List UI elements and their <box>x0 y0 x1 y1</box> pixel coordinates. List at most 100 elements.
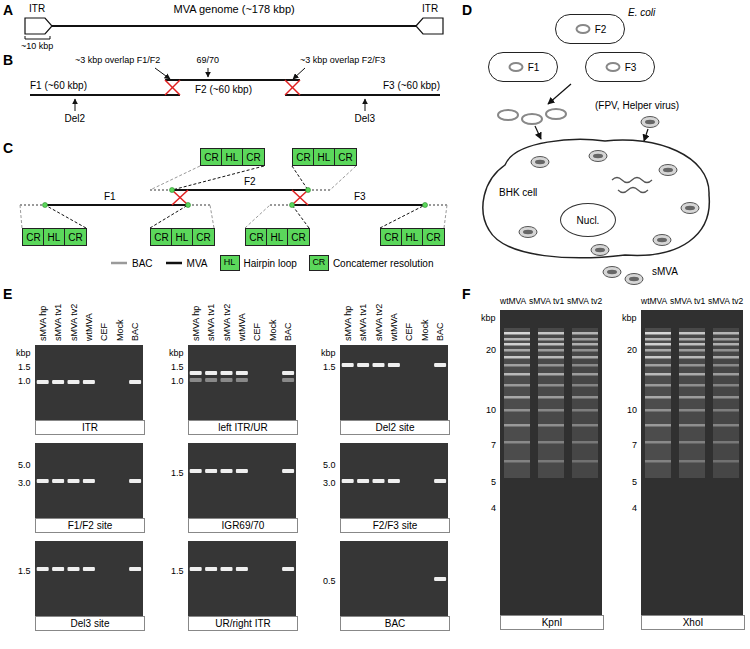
concatemer-resolution-box-text: CR <box>296 152 310 163</box>
concatemer-resolution-box-text: CR <box>338 152 352 163</box>
lane-label: wtMVA <box>641 297 667 307</box>
legend-line <box>110 260 128 266</box>
bac-vector-line <box>308 189 330 191</box>
hairpin-loop-box-text: HL <box>406 232 419 243</box>
recombination-cross <box>285 80 300 95</box>
size-marker: 5 <box>491 477 496 487</box>
gel-image <box>35 443 143 518</box>
bac-plasmid <box>498 110 518 120</box>
legend-item: HLHairpin loop <box>220 255 297 271</box>
size-marker: 1.0 <box>18 376 31 386</box>
size-marker: 1.5 <box>171 566 184 576</box>
concatemer-resolution-box: CR <box>292 148 315 166</box>
insertion-leader <box>45 205 86 228</box>
nucleus-text: Nucl. <box>577 215 600 226</box>
bacterium: F1 <box>488 52 558 82</box>
legend-line <box>111 262 127 265</box>
gel-image <box>35 345 448 616</box>
fragment-map <box>285 94 440 96</box>
virion <box>659 165 677 176</box>
hairpin-loop-box: HL <box>43 228 65 246</box>
concatemer-resolution-box-text: CR <box>426 232 440 243</box>
recombination-cross <box>165 80 180 95</box>
virion <box>591 245 609 256</box>
concatemer-resolution-box: CR <box>422 228 445 246</box>
bac-plasmid <box>522 114 542 124</box>
size-marker: 3.0 <box>18 478 31 488</box>
size-marker: 7 <box>632 440 637 450</box>
hairpin-loop-box-text: HL <box>318 152 331 163</box>
bac-vector-line <box>270 204 292 206</box>
overlap-label: ~3 kbp overlap F1/F2 <box>75 55 160 65</box>
bacterium-text: F1 <box>528 62 540 73</box>
virion <box>603 267 621 278</box>
gel-image <box>188 443 296 518</box>
fragment-map <box>165 79 300 81</box>
recombination-cross <box>165 80 180 95</box>
gel-image <box>641 310 743 615</box>
gel-label-box: XhoI <box>641 615 745 630</box>
insertion-leader <box>172 166 264 190</box>
flow-arrow <box>535 126 541 139</box>
site-label: Del3 <box>355 113 376 125</box>
gel-label-box-text: F1/F2 site <box>38 520 142 531</box>
lane-label: wtMVA <box>237 313 247 341</box>
concatemer-resolution-box: CR <box>245 228 268 246</box>
gel-label-box: Del3 site <box>35 616 145 631</box>
concatemer-resolution-box: CR <box>242 148 265 166</box>
size-marker: 5.0 <box>323 460 336 470</box>
mva-fragment-line <box>45 204 188 206</box>
bacterium-text: F2 <box>595 24 607 35</box>
bac-vector-line <box>425 204 447 206</box>
insertion-site-marker <box>43 203 48 208</box>
cell-outline <box>483 140 709 258</box>
concatemer-resolution-box: CR <box>150 228 173 246</box>
genome-map <box>25 18 443 39</box>
lane-label: CEF <box>252 323 262 341</box>
gel-band <box>37 380 141 384</box>
panel-letter: E <box>3 286 12 302</box>
size-marker: 4 <box>632 503 637 513</box>
gel-band <box>190 567 294 571</box>
genome-map <box>52 25 416 27</box>
legend-swatch: CR <box>309 255 329 271</box>
gel-label-box: F2/F3 site <box>340 518 450 533</box>
pointer-arrow <box>293 68 305 79</box>
genome-map <box>25 36 50 39</box>
fragment-label: F3 (~60 kbp) <box>383 80 440 92</box>
panel-letter: A <box>3 2 13 18</box>
recombination-cross <box>292 190 308 205</box>
panel-letter: C <box>3 140 13 156</box>
hairpin-loop-box-text: HL <box>271 232 284 243</box>
insertion-site-marker <box>170 188 175 193</box>
gel-image <box>500 310 743 615</box>
concatemer-resolution-box-text: CR <box>68 232 82 243</box>
gel-band <box>190 378 294 382</box>
genome-map <box>416 18 443 34</box>
lane-label: sMVA hp <box>191 306 201 341</box>
pointer-arrow <box>75 68 365 111</box>
gel-label-box-text: F2/F3 site <box>343 520 447 531</box>
size-marker: 1.5 <box>18 362 31 372</box>
gel-lane-bands <box>504 328 530 478</box>
gel-band <box>342 363 446 367</box>
lane-label: BAC <box>130 322 140 341</box>
legend-symbol-text: CR <box>312 258 325 268</box>
viral-dna <box>612 178 652 183</box>
gel-image <box>188 541 296 616</box>
lane-label: sMVA hp <box>343 306 353 341</box>
bac-vector-line <box>150 189 172 191</box>
insertion-site-marker <box>290 203 295 208</box>
lane-label: sMVA tv2 <box>374 304 384 341</box>
hairpin-loop-box-text: HL <box>226 152 239 163</box>
lane-label: BAC <box>435 322 445 341</box>
virion <box>653 235 671 246</box>
gel-band <box>37 479 141 483</box>
gel-label-box-text: left ITR/UR <box>191 422 295 433</box>
mva-fragment-line <box>292 204 425 206</box>
gel-image <box>35 541 143 616</box>
recombination-cross <box>292 190 308 205</box>
bacterium-text: F3 <box>625 62 637 73</box>
fragment-label: F3 <box>354 191 366 203</box>
concatemer-resolution-box-text: CR <box>249 232 263 243</box>
